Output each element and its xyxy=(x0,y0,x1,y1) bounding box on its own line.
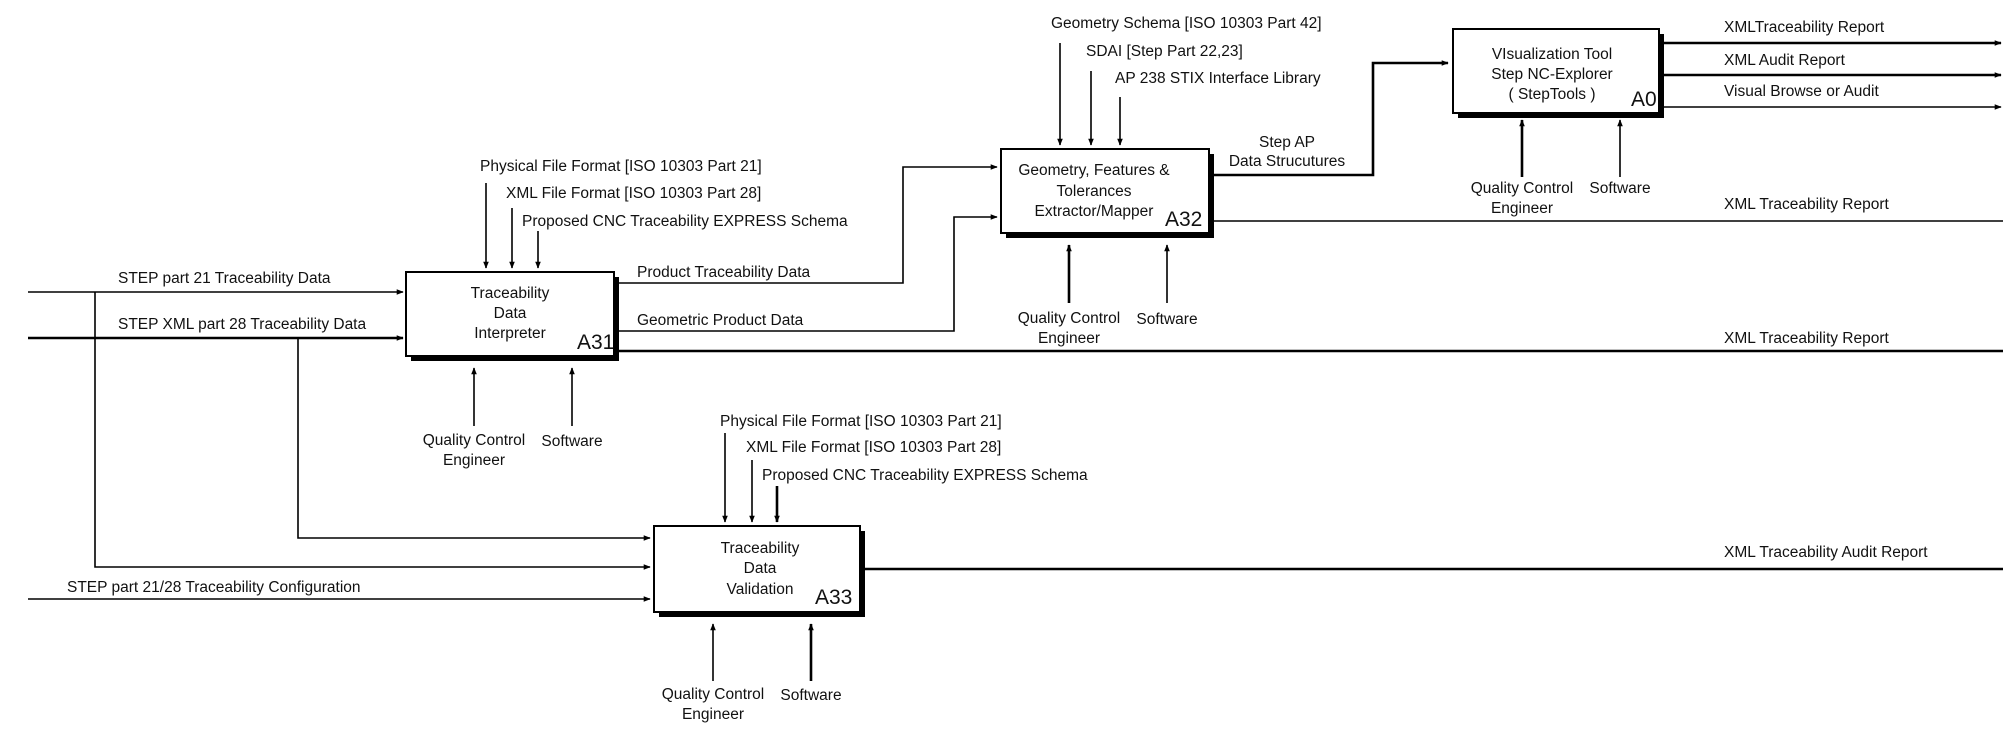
box-a33-frame xyxy=(653,525,861,613)
a31-mechanism-qce-line1: Quality Control xyxy=(423,432,526,449)
label-step21-input: STEP part 21 Traceability Data xyxy=(118,270,331,287)
box-a31-line1: Traceability xyxy=(471,285,550,302)
box-a0-line3: ( StepTools ) xyxy=(1508,86,1595,103)
a33-output-report-label: XML Traceability Audit Report xyxy=(1724,544,1928,561)
a32-mechanism-software: Software xyxy=(1136,311,1197,328)
a33-mechanism-qce-line1: Quality Control xyxy=(662,686,765,703)
a32-mechanism-qce-line1: Quality Control xyxy=(1018,310,1121,327)
a0-mechanism-qce-line2: Engineer xyxy=(1491,200,1553,217)
box-a0-code: A0 xyxy=(1631,88,1657,111)
flow-geometric-product-arrow xyxy=(614,214,998,332)
box-a32-line1: Geometry, Features & xyxy=(1018,162,1170,179)
a33-control-2: XML File Format [ISO 10303 Part 28] xyxy=(746,439,1001,456)
a31-control-3: Proposed CNC Traceability EXPRESS Schema xyxy=(522,213,848,230)
flow-geometric-product-label: Geometric Product Data xyxy=(637,312,804,329)
box-a32: Geometry, Features & Tolerances Extracto… xyxy=(1000,148,1214,238)
a32-mechanism-qce-line2: Engineer xyxy=(1038,330,1100,347)
box-a32-line2: Tolerances xyxy=(1057,183,1132,200)
box-a33: Traceability Data Validation A33 xyxy=(653,525,865,617)
box-a32-code: A32 xyxy=(1165,208,1202,231)
flow-product-traceability-arrow xyxy=(614,164,998,284)
flow-step-ap-line2: Data Strucutures xyxy=(1229,153,1346,170)
a0-mechanism-qce-line1: Quality Control xyxy=(1471,180,1574,197)
label-stepxml28-input: STEP XML part 28 Traceability Data xyxy=(118,316,366,333)
a33-mechanism-qce-line2: Engineer xyxy=(682,706,744,723)
box-a33-code: A33 xyxy=(815,586,852,609)
box-a33-line3: Validation xyxy=(727,581,794,598)
box-a32-frame xyxy=(1000,148,1210,234)
a33-control-1: Physical File Format [ISO 10303 Part 21] xyxy=(720,413,1002,430)
box-a32-line3: Extractor/Mapper xyxy=(1035,203,1154,220)
flow-step-ap-line1: Step AP xyxy=(1259,134,1315,151)
input-arrows xyxy=(28,289,651,602)
a0-mechanism-software: Software xyxy=(1589,180,1650,197)
flow-product-traceability-label: Product Traceability Data xyxy=(637,264,811,281)
flow-step-ap-arrow xyxy=(1209,60,1449,177)
box-a31-line2: Data xyxy=(494,305,527,322)
a31-control-1: Physical File Format [ISO 10303 Part 21] xyxy=(480,158,762,175)
a33-mechanism-software: Software xyxy=(780,687,841,704)
box-a31-frame xyxy=(405,271,615,357)
a32-control-2: SDAI [Step Part 22,23] xyxy=(1086,43,1243,60)
box-a33-line2: Data xyxy=(744,560,777,577)
a0-output-3-label: Visual Browse or Audit xyxy=(1724,83,1879,100)
a0-output-2-label: XML Audit Report xyxy=(1724,52,1846,69)
box-a0-frame xyxy=(1452,28,1660,114)
a32-output-report-label: XML Traceability Report xyxy=(1724,196,1890,213)
a31-control-2: XML File Format [ISO 10303 Part 28] xyxy=(506,185,761,202)
a32-control-3: AP 238 STIX Interface Library xyxy=(1115,70,1321,87)
label-config-input: STEP part 21/28 Traceability Configurati… xyxy=(67,579,361,596)
a31-mechanism-qce-line2: Engineer xyxy=(443,452,505,469)
a31-mechanism-software: Software xyxy=(541,433,602,450)
a0-output-1-label: XMLTraceability Report xyxy=(1724,19,1885,36)
box-a31: Traceability Data Interpreter A31 xyxy=(405,271,619,361)
stepxml28-branch-to-a33 xyxy=(297,338,651,541)
a31-output-report-label: XML Traceability Report xyxy=(1724,330,1890,347)
a32-control-1: Geometry Schema [ISO 10303 Part 42] xyxy=(1051,15,1322,32)
box-a0-line2: Step NC-Explorer xyxy=(1491,66,1612,83)
a33-control-3: Proposed CNC Traceability EXPRESS Schema xyxy=(762,467,1088,484)
box-a31-line3: Interpreter xyxy=(474,325,546,342)
box-a33-line1: Traceability xyxy=(721,540,800,557)
box-a0-line1: VIsualization Tool xyxy=(1492,46,1612,63)
box-a0: VIsualization Tool Step NC-Explorer ( St… xyxy=(1452,28,1664,118)
step21-branch-to-a33 xyxy=(94,292,651,570)
box-a31-code: A31 xyxy=(577,331,614,354)
